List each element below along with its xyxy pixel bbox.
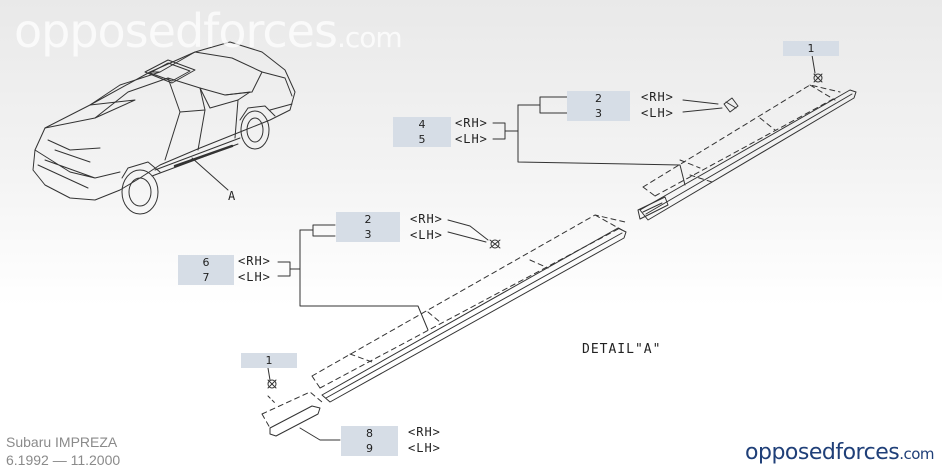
car-illustration xyxy=(32,41,296,215)
vehicle-model: Subaru IMPREZA xyxy=(6,434,118,450)
callout-end-cap[interactable]: 8 9 xyxy=(341,426,398,456)
side-lh: <LH> xyxy=(455,132,488,146)
side-lh: <LH> xyxy=(410,228,443,242)
callout-end-cap-rh: 8 xyxy=(366,427,373,440)
side-front-door: <RH> <LH> xyxy=(455,115,488,147)
vehicle-years: 6.1992 — 11.2000 xyxy=(6,452,121,468)
watermark-suffix: .com xyxy=(336,21,403,54)
callout-rear-molding-lh: 3 xyxy=(364,228,372,241)
side-rh: <RH> xyxy=(455,116,488,130)
callout-rear-molding[interactable]: 2 3 xyxy=(336,212,400,242)
detail-label: DETAIL"A" xyxy=(582,342,662,357)
brand-suffix: .com xyxy=(899,445,934,463)
callout-front-door-molding[interactable]: 4 5 xyxy=(393,117,451,147)
rear-door-molding xyxy=(311,214,627,403)
front-door-molding xyxy=(637,73,857,221)
brand-name: opposedforces xyxy=(745,440,900,465)
callout-end-cap-lh: 9 xyxy=(366,442,373,455)
view-label-a: A xyxy=(228,189,236,203)
callout-lower-clip-number: 1 xyxy=(265,354,273,367)
side-rh: <RH> xyxy=(238,254,271,268)
callout-front-molding-lh: 3 xyxy=(595,107,602,120)
callout-front-door-lh: 5 xyxy=(418,133,426,146)
callout-top-clip[interactable]: 1 xyxy=(783,41,839,56)
side-lh: <LH> xyxy=(238,270,271,284)
side-rh: <RH> xyxy=(408,425,441,439)
side-front-molding: <RH> <LH> xyxy=(641,89,674,121)
callout-rear-door-rh: 6 xyxy=(202,256,210,269)
side-rear-molding: <RH> <LH> xyxy=(410,211,443,243)
end-cap-molding xyxy=(261,379,323,437)
callout-rear-molding-rh: 2 xyxy=(364,213,372,226)
callout-rear-door-molding[interactable]: 6 7 xyxy=(178,255,234,285)
side-lh: <LH> xyxy=(641,106,674,120)
vehicle-info: Subaru IMPREZA 6.1992 — 11.2000 xyxy=(6,433,120,469)
leader-lines xyxy=(267,54,816,441)
callout-rear-door-lh: 7 xyxy=(202,271,210,284)
callout-front-molding[interactable]: 2 3 xyxy=(567,91,630,121)
side-lh: <LH> xyxy=(408,441,441,455)
side-rear-door: <RH> <LH> xyxy=(238,253,271,285)
side-rh: <RH> xyxy=(410,212,443,226)
callout-lower-clip[interactable]: 1 xyxy=(241,353,297,368)
callout-front-molding-rh: 2 xyxy=(595,92,602,105)
watermark-name: opposedforces xyxy=(14,4,338,58)
brand-logo[interactable]: opposedforces.com xyxy=(745,440,934,465)
side-end-cap: <RH> <LH> xyxy=(408,424,441,456)
watermark: opposedforces.com xyxy=(14,4,403,58)
side-rh: <RH> xyxy=(641,90,674,104)
callout-top-clip-number: 1 xyxy=(807,42,815,55)
callout-front-door-rh: 4 xyxy=(418,118,426,131)
